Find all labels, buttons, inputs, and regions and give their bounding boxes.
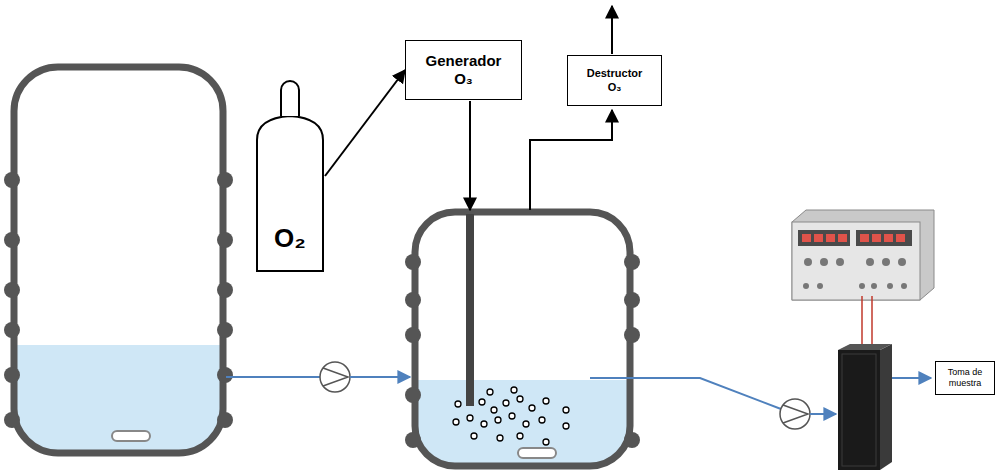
node-label: O₂ bbox=[274, 223, 306, 254]
node-label: Generador O₃ bbox=[426, 52, 502, 88]
power-supply bbox=[792, 210, 934, 300]
process-box: Destructor O₃ bbox=[567, 55, 662, 106]
stir-bar bbox=[112, 431, 150, 441]
pump-symbol-arrow bbox=[783, 405, 808, 423]
stir-bar bbox=[518, 448, 556, 458]
tank-jacket bbox=[4, 172, 233, 428]
pump-symbol bbox=[780, 399, 810, 429]
vent-line bbox=[611, 6, 613, 54]
power-supply-case bbox=[792, 210, 934, 300]
electrochemical-cell bbox=[838, 344, 892, 470]
cell-side bbox=[880, 344, 892, 470]
node-label: Destructor O₃ bbox=[587, 67, 643, 93]
cylinder-valve bbox=[281, 81, 299, 116]
cell-front bbox=[838, 350, 880, 470]
feed-tank bbox=[4, 67, 233, 455]
liquid-line bbox=[226, 376, 320, 378]
ozone-feed-line bbox=[469, 101, 471, 210]
offgas-line bbox=[530, 110, 612, 210]
control-knobs bbox=[803, 258, 907, 289]
power-wire bbox=[861, 296, 863, 347]
reactor-wall bbox=[415, 212, 630, 466]
reactor-jacket bbox=[405, 254, 640, 448]
output-box: Toma de muestra bbox=[935, 361, 995, 395]
pump-symbol bbox=[320, 362, 350, 392]
liquid-line bbox=[590, 378, 781, 409]
ozonation-reactor bbox=[405, 212, 640, 470]
liquid-line bbox=[810, 413, 836, 415]
reactor-water bbox=[415, 380, 630, 466]
process-box: Generador O₃ bbox=[405, 40, 522, 100]
display bbox=[856, 230, 912, 246]
sample-line bbox=[892, 377, 931, 379]
tank-water bbox=[14, 345, 223, 453]
liquid-line bbox=[350, 376, 410, 378]
gas-bubbles bbox=[453, 387, 569, 445]
pump-symbol-arrow bbox=[323, 368, 348, 386]
display-digits bbox=[802, 234, 905, 242]
gas-line bbox=[325, 70, 405, 176]
power-wire bbox=[871, 296, 873, 347]
node-label: Toma de muestra bbox=[942, 367, 988, 389]
cylinder-body bbox=[257, 116, 323, 271]
cell-frame bbox=[842, 354, 876, 466]
display bbox=[798, 230, 850, 246]
power-supply-front bbox=[792, 222, 920, 300]
cell-top bbox=[838, 344, 892, 350]
gas-diffuser-tube bbox=[466, 214, 474, 406]
gas-cylinder: O₂ bbox=[255, 80, 325, 272]
tank-wall bbox=[14, 67, 223, 453]
